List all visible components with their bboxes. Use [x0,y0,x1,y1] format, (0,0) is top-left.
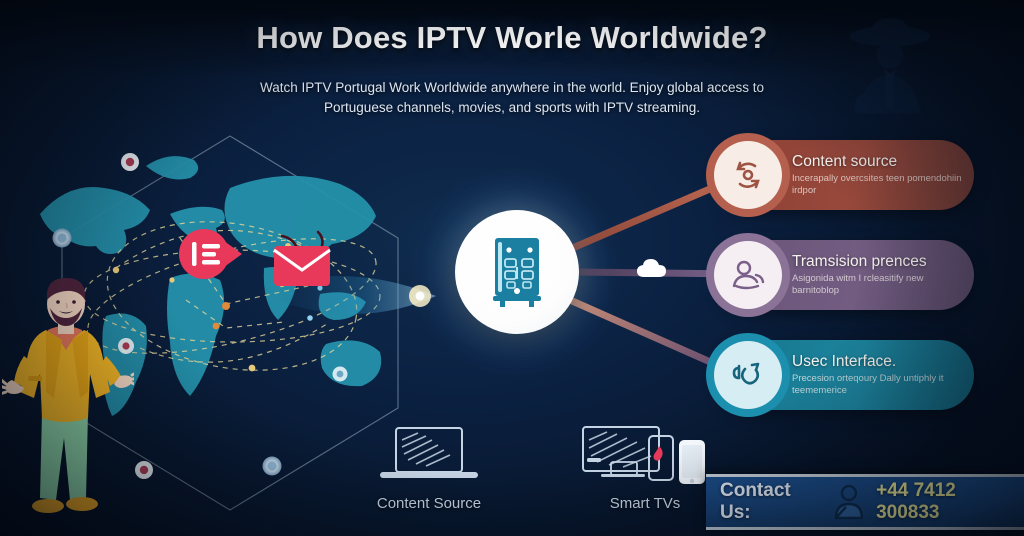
contact-bar[interactable]: Contact Us: +44 7412 300833 [706,474,1024,530]
device-label: Smart TVs [609,495,681,512]
card-icon-bubble [706,233,790,317]
card-title: Content source [792,153,898,170]
feature-card-user-interface[interactable]: Usec Interface. Precesion orteqoury Dall… [706,333,974,417]
central-server-hub [455,210,579,334]
sync-refresh-icon [736,161,760,189]
tv-and-phone-icon [582,426,705,484]
contact-label: Contact Us: [720,480,791,523]
card-icon-bubble [706,133,790,217]
page-title: How Does IPTV Worle Worldwide? [256,20,768,55]
card-description: Incerapally overcsites teen pomendohiin … [792,173,962,196]
presenter-person-illustration [2,278,134,513]
contact-phone[interactable]: +44 7412 300833 [876,480,956,523]
card-title: Usec Interface. [792,353,897,370]
feature-card-content-source[interactable]: Content source Incerapally overcsites te… [706,133,974,217]
laptop-icon [380,427,478,478]
person-icon [835,484,864,520]
card-description: Precesion orteqoury Dally untiphly it te… [792,373,944,396]
streaming-person-icon [732,260,765,290]
cloud-icon [637,259,666,277]
device-smart-tvs: Smart TVs [568,424,722,512]
curved-arrow-cursor-icon [732,362,760,385]
device-label: Content Source [376,495,482,512]
device-content-source: Content Source [352,424,506,512]
page-subtitle: Watch IPTV Portugal Work Worldwide anywh… [260,80,764,115]
server-rack-icon [493,238,541,307]
feature-card-transmission-process[interactable]: Tramsision prences Asigonida witm I rcle… [706,233,974,317]
card-icon-bubble [706,333,790,417]
card-title: Tramsision prences [792,253,927,270]
card-description: Asigonida witm I rcleasitify new barnito… [792,273,924,296]
